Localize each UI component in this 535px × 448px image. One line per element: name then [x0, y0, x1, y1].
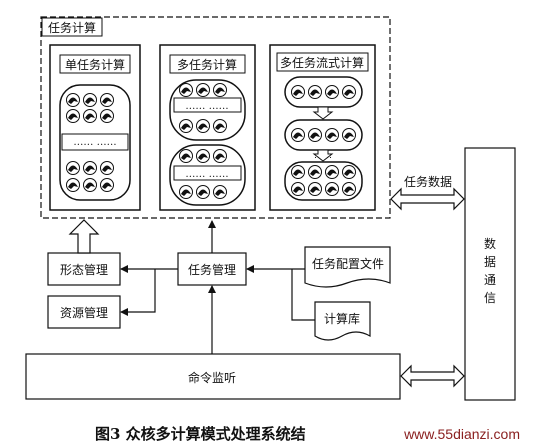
watermark: www.55dianzi.com [403, 426, 520, 442]
core-icon [179, 185, 193, 199]
resource-mgmt-label: 资源管理 [60, 305, 108, 320]
core-icon [213, 83, 227, 97]
core-icon [325, 85, 339, 99]
single-core-cluster [59, 84, 131, 201]
group-title-box [41, 17, 103, 37]
core-icon [66, 178, 80, 192]
flow-arrow-1 [312, 106, 334, 120]
compute-lib-doc [314, 301, 371, 341]
core-icon [291, 128, 305, 142]
group-title: 任务计算 [48, 20, 96, 35]
core-icon [325, 128, 339, 142]
core-icon [291, 165, 305, 179]
core-icon [213, 185, 227, 199]
core-icon [100, 178, 114, 192]
morph-mgmt-label: 形态管理 [60, 262, 108, 277]
core-icon [213, 119, 227, 133]
flow-core-grid [291, 85, 356, 196]
multi-band-2 [173, 165, 242, 181]
multi-dots-1: …… …… [185, 101, 228, 112]
edge-morph-to-compute [68, 219, 100, 254]
core-icon [179, 83, 193, 97]
command-monitor-label: 命令监听 [188, 370, 236, 385]
core-icon [100, 93, 114, 107]
core-icon [100, 161, 114, 175]
core-icon [100, 109, 114, 123]
panel-multi-title: 多任务计算 [177, 57, 237, 72]
core-icon [179, 119, 193, 133]
command-monitor-box [25, 353, 401, 400]
compute-lib-label: 计算库 [324, 311, 360, 326]
flow-stage-3 [284, 161, 363, 201]
core-icon [196, 149, 210, 163]
data-comm-box [464, 147, 516, 401]
core-icon [342, 182, 356, 196]
single-core-band [61, 133, 129, 151]
core-icon [342, 128, 356, 142]
multi-cluster-1 [169, 79, 246, 141]
edge-task-data [390, 187, 465, 211]
single-dots: …… …… [73, 137, 116, 148]
core-icon [342, 85, 356, 99]
config-file-doc [304, 246, 391, 288]
core-icon [83, 93, 97, 107]
core-icon [308, 85, 322, 99]
flow-arrow-2 [312, 149, 334, 162]
core-icon [325, 182, 339, 196]
core-icon [342, 165, 356, 179]
config-file-label: 任务配置文件 [312, 256, 384, 271]
core-icon [308, 182, 322, 196]
core-icon [83, 161, 97, 175]
edge-taskmgmt-to-resource [120, 269, 156, 316]
core-icon [308, 165, 322, 179]
edge-monitor-comm [400, 364, 465, 388]
core-icon [291, 182, 305, 196]
panel-multi-title-box [169, 54, 246, 74]
task-mgmt-label: 任务管理 [188, 262, 236, 277]
multi-core-grid [179, 83, 227, 199]
panel-single-title-box [59, 54, 131, 74]
edge-library-to-taskmgmt [291, 269, 315, 321]
panel-single-title: 单任务计算 [65, 57, 125, 72]
core-icon [291, 85, 305, 99]
core-icon [66, 109, 80, 123]
core-icon [66, 161, 80, 175]
multi-dots-2: …… …… [185, 169, 228, 180]
multi-band-1 [173, 97, 242, 113]
single-core-grid [66, 93, 114, 192]
core-icon [196, 119, 210, 133]
core-icon [66, 93, 80, 107]
core-icon [179, 149, 193, 163]
multi-cluster-2 [169, 144, 246, 206]
core-icon [196, 185, 210, 199]
core-icon [213, 149, 227, 163]
task-compute-group [40, 16, 391, 219]
panel-flow-title-box [276, 52, 369, 72]
core-icon [308, 128, 322, 142]
data-comm-label: 数据通信 [484, 236, 496, 305]
task-data-label: 任务数据 [404, 174, 452, 189]
figure-caption: 图3 众核多计算模式处理系统结 [95, 425, 306, 443]
core-icon [83, 178, 97, 192]
panel-flow-title: 多任务流式计算 [280, 55, 364, 70]
core-icon [83, 109, 97, 123]
core-icon [196, 83, 210, 97]
core-icon [325, 165, 339, 179]
